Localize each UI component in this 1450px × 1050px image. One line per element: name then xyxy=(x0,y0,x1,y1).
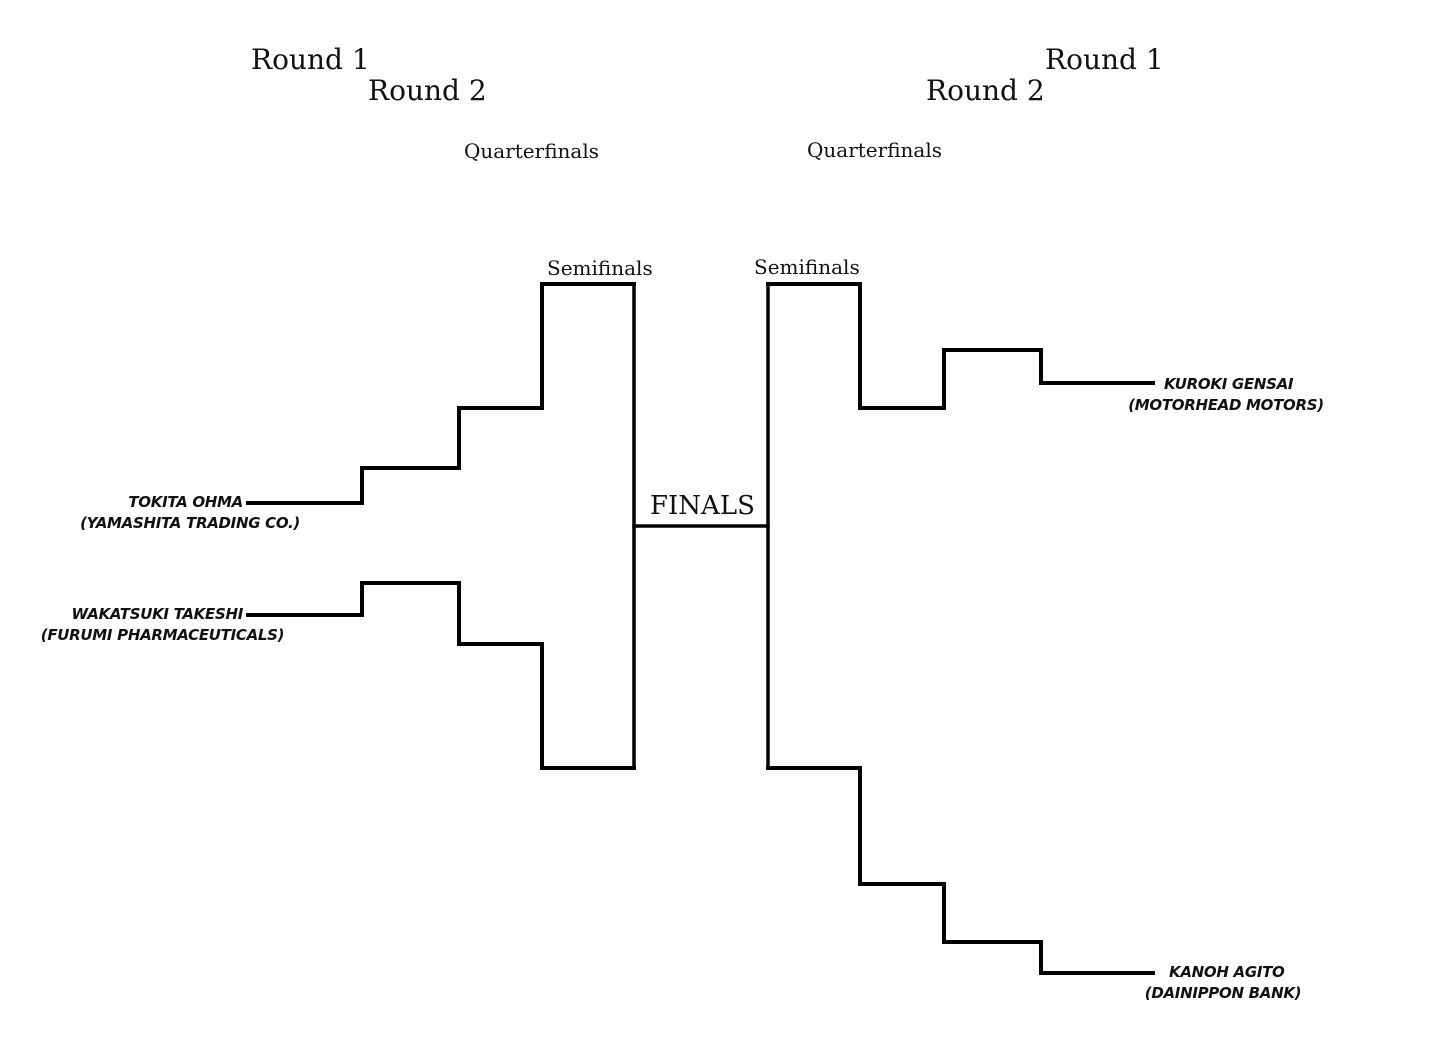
fighter-name: TOKITA OHMA xyxy=(128,493,243,511)
right-semifinals-header: Semifinals xyxy=(754,255,860,279)
left-round2-header: Round 2 xyxy=(368,74,487,107)
fighter-company-left-2: (FURUMI PHARMACEUTICALS) xyxy=(40,626,285,644)
fighter-name: WAKATSUKI TAKESHI xyxy=(71,605,244,623)
fighter-company-right-1: (MOTORHEAD MOTORS) xyxy=(1128,396,1324,414)
fighter-company-right-2: (DAINIPPON BANK) xyxy=(1144,984,1302,1002)
bracket-line-left-lower xyxy=(246,581,636,770)
right-round2-header: Round 2 xyxy=(926,74,1045,107)
fighter-entry-left-1: TOKITA OHMA xyxy=(128,492,243,513)
bracket-line-right-lower xyxy=(766,766,1155,975)
left-quarterfinals-header: Quarterfinals xyxy=(464,139,599,163)
left-semifinals-header: Semifinals xyxy=(547,256,653,280)
fighter-name: KANOH AGITO xyxy=(1169,963,1285,981)
fighter-entry-left-2: WAKATSUKI TAKESHI xyxy=(71,604,244,625)
fighter-company-left-1: (YAMASHITA TRADING CO.) xyxy=(80,514,300,532)
fighter-name: KUROKI GENSAI xyxy=(1164,375,1294,393)
bracket-line-left-upper xyxy=(246,282,636,505)
right-quarterfinals-header: Quarterfinals xyxy=(807,138,942,162)
fighter-entry-right-1: KUROKI GENSAI xyxy=(1164,374,1294,395)
fighter-entry-right-2: KANOH AGITO xyxy=(1169,962,1285,983)
bracket-line-right-upper xyxy=(766,282,1155,410)
finals-header: FINALS xyxy=(650,491,755,521)
left-round1-header: Round 1 xyxy=(251,43,370,76)
right-round1-header: Round 1 xyxy=(1045,43,1164,76)
